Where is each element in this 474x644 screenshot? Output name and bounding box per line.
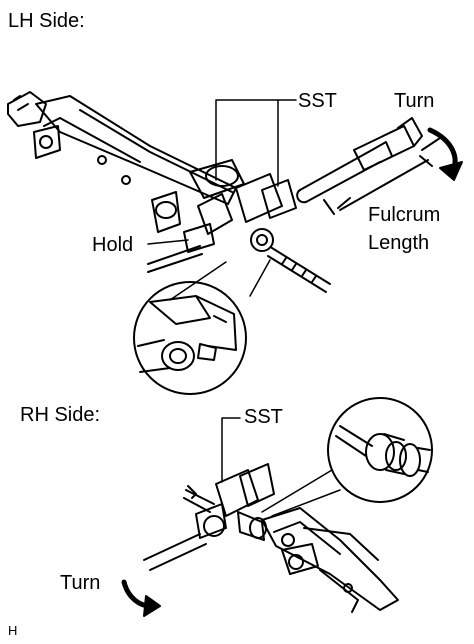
footer-code: H bbox=[8, 623, 18, 638]
hold-label: Hold bbox=[92, 234, 134, 256]
sst-leader-bottom bbox=[221, 417, 241, 483]
fulcrum-label-line2: Length bbox=[368, 232, 430, 254]
rh-sst-tool bbox=[183, 463, 275, 541]
sst-label-top: SST bbox=[298, 90, 337, 112]
lh-tie-rod bbox=[147, 245, 203, 273]
lh-rack-housing bbox=[7, 91, 245, 233]
lh-side-label: LH Side: bbox=[8, 10, 85, 32]
sst-label-bottom: SST bbox=[244, 406, 283, 428]
rh-tie-rod bbox=[143, 533, 207, 571]
sst-leader-top bbox=[215, 99, 297, 187]
turn-label-bottom: Turn bbox=[60, 572, 101, 594]
turn-arrow-top bbox=[427, 127, 463, 181]
turn-label-top: Turn bbox=[394, 90, 435, 112]
hold-leader bbox=[147, 239, 189, 245]
rh-side-label: RH Side: bbox=[20, 404, 101, 426]
lh-handle-bar bbox=[323, 117, 441, 215]
rh-detail-callout bbox=[261, 397, 433, 517]
rh-rack-housing bbox=[261, 507, 399, 613]
lh-detail-callout bbox=[133, 259, 271, 395]
fulcrum-label-line1: Fulcrum bbox=[368, 204, 441, 226]
turn-arrow-bottom bbox=[121, 579, 161, 617]
lh-sst-tool bbox=[183, 149, 381, 293]
